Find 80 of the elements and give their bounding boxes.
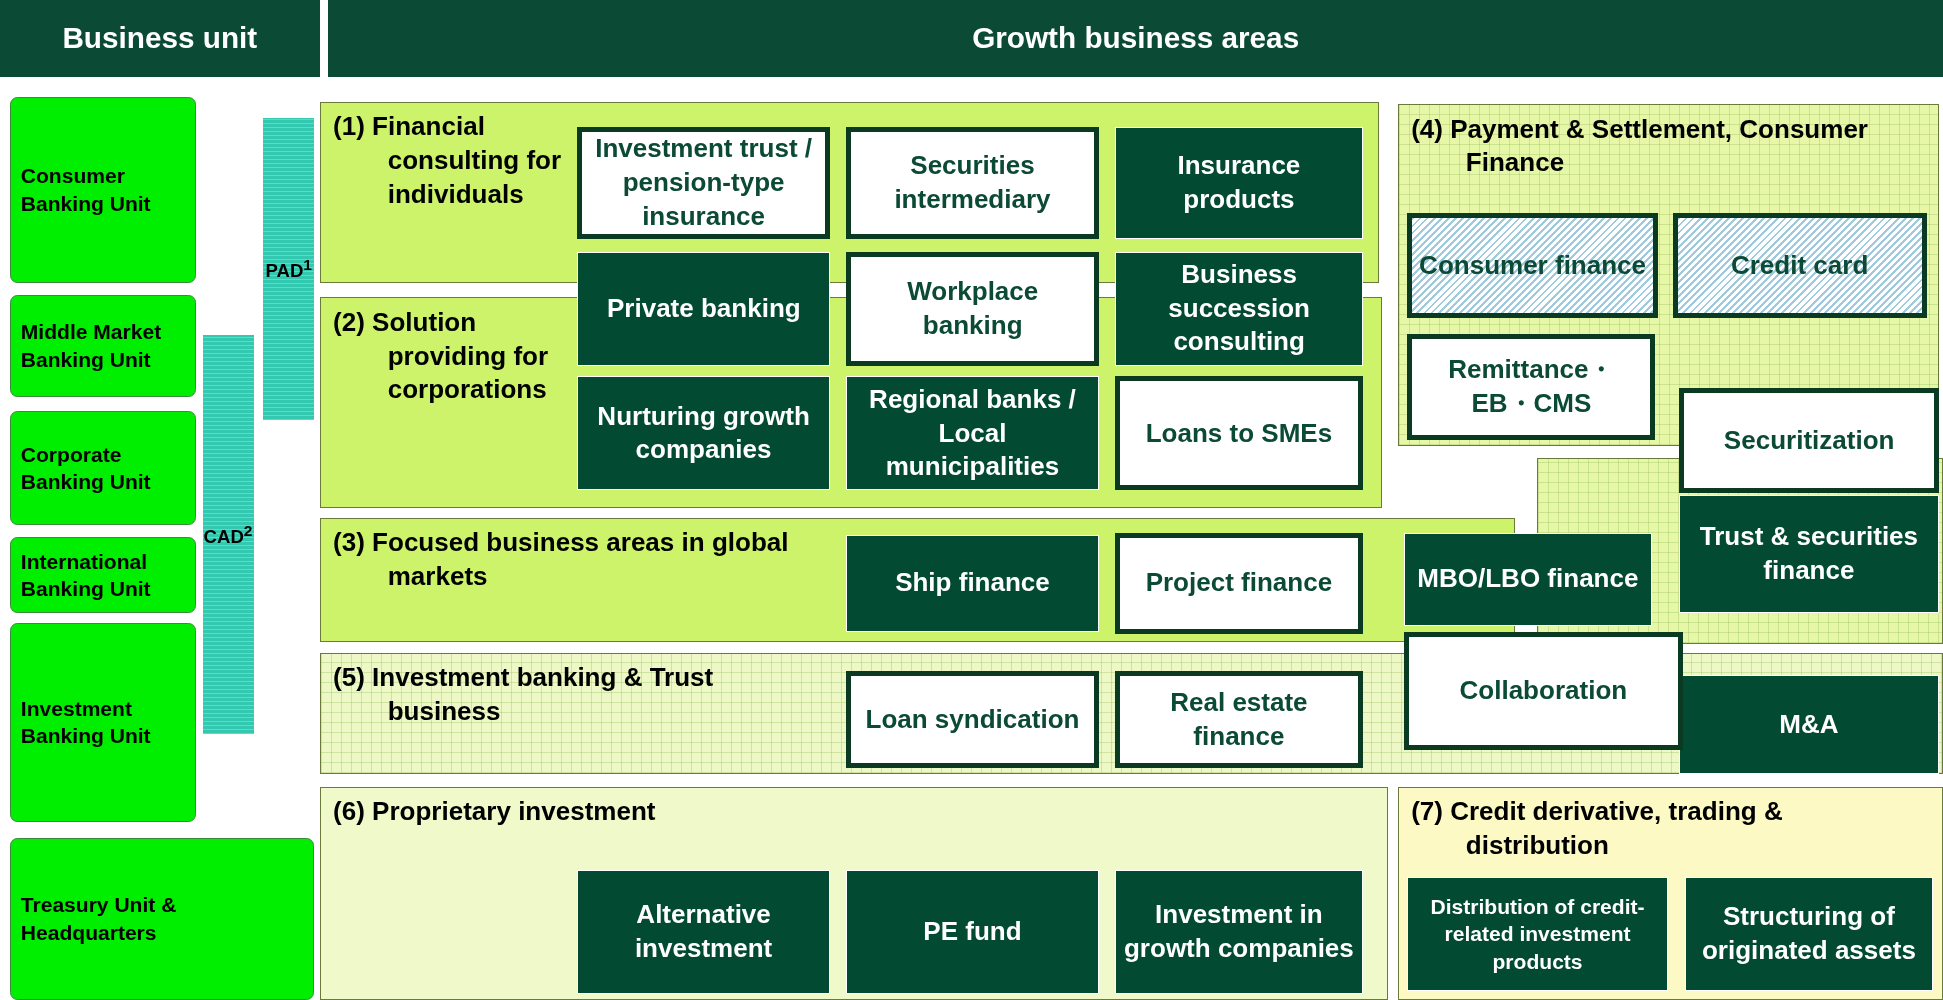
service-box [1115,532,1363,635]
unit-box [9,623,196,822]
header-title: Growth business areas [972,20,1300,57]
box-label: Real estate finance [1169,685,1309,753]
box-label: Regional banks / Local municipalities [868,382,1077,484]
area-title: (3) Focused business areas in global markets [333,526,790,594]
unit-label: Middle Market Banking Unit [20,319,163,373]
unit-label: Corporate Banking Unit [20,442,152,496]
area-panel [319,786,1388,1000]
box-label: Alternative investment [633,897,774,965]
area-title: (1) Financial consulting for individuals [333,110,563,211]
service-box [1679,387,1940,494]
service-box [846,671,1099,768]
service-box [1672,212,1927,319]
box-label: MBO/LBO finance [1417,562,1639,596]
service-box [1115,869,1363,994]
box-label: Structuring of originated assets [1700,900,1917,968]
header-bar [0,0,320,77]
box-label: Loans to SMEs [1145,416,1333,450]
service-box [1403,631,1683,750]
service-box [1403,532,1652,626]
box-label: PE fund [923,914,1022,948]
box-label: Private banking [606,291,801,325]
box-label: Distribution of credit-related investment products [1429,894,1646,975]
service-box [1115,251,1364,366]
header-bar [328,0,1943,77]
box-label: Ship finance [895,566,1050,600]
unit-box [9,536,196,614]
division-label: CAD$^{2}$ [203,520,253,549]
unit-box [9,837,314,1000]
box-label: Securitization [1723,423,1895,457]
service-box [1678,495,1939,614]
unit-label: Consumer Banking Unit [20,163,152,217]
service-box [846,127,1099,239]
header-title: Business unit [62,20,258,57]
box-label: Trust & securities finance [1698,520,1920,588]
service-box [846,376,1099,491]
area-panel [1397,104,1940,447]
box-label: Remittance・EB・CMS [1447,353,1616,420]
service-box [577,127,830,239]
service-box [577,376,830,491]
area-title: (4) Payment & Settlement, Consumer Finance [1411,112,1869,180]
service-box [1685,877,1933,992]
box-label: Nurturing growth companies [596,399,811,467]
unit-label: Investment Banking Unit [20,696,152,750]
service-box [846,251,1100,366]
division-label: PAD$^{1}$ [265,254,312,283]
box-label: Securities intermediary [893,149,1052,217]
unit-label: International Banking Unit [20,548,152,602]
box-label: Business succession consulting [1167,257,1311,359]
service-box [1407,334,1656,440]
box-label: Investment in growth companies [1122,897,1355,965]
service-box [1407,212,1658,319]
unit-box [9,96,196,283]
unit-box [9,294,196,397]
service-box [1407,877,1668,992]
box-label: Consumer finance [1419,248,1647,282]
area-title: (6) Proprietary investment [333,795,656,829]
service-box [1115,376,1363,491]
area-title: (5) Investment banking & Trust business [333,661,715,729]
box-label: Credit card [1730,248,1869,282]
service-box [1115,127,1363,239]
box-label: Loan syndication [865,702,1080,736]
service-box [577,251,831,366]
box-label: M&A [1779,707,1839,741]
area-panel [1397,786,1943,1000]
box-label: Investment trust / pension-type insurance [594,132,813,234]
service-box [846,535,1099,632]
unit-label: Treasury Unit & Headquarters [20,892,178,946]
box-label: Project finance [1145,566,1333,600]
service-box [577,869,830,994]
unit-box [9,411,196,526]
service-box [846,869,1099,994]
service-box [1678,675,1939,775]
service-box [1115,671,1363,768]
box-label: Collaboration [1459,673,1628,707]
area-title: (2) Solution providing for corporations [333,305,550,407]
box-label: Insurance products [1176,149,1302,217]
area-title: (7) Credit derivative, trading & distribution [1411,795,1784,863]
box-label: Workplace banking [906,274,1040,342]
